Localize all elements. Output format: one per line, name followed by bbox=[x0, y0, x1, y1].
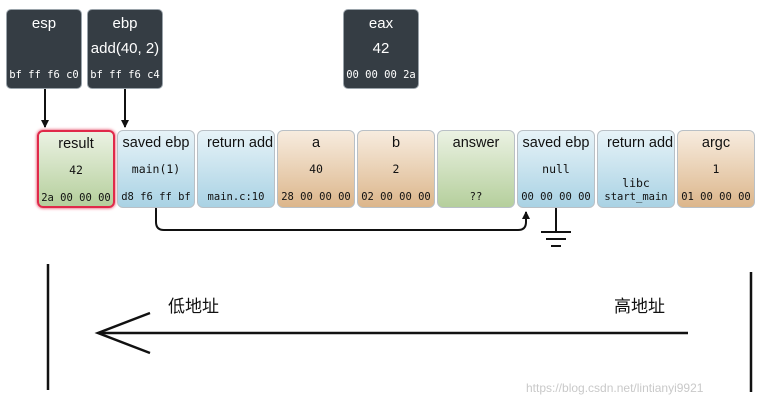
cell-value: main(1) bbox=[131, 162, 181, 176]
cell-value: libc bbox=[622, 176, 650, 190]
cell-bytes: 00 00 00 00 bbox=[521, 191, 591, 203]
cell-name: saved ebp bbox=[522, 135, 590, 151]
cell-bytes: ?? bbox=[469, 191, 483, 203]
cell-bytes: start_main bbox=[604, 191, 668, 203]
stack-cell-result[interactable]: result 42 2a 00 00 00 bbox=[37, 130, 115, 208]
cell-name: b bbox=[391, 135, 401, 151]
stack-cell-b[interactable]: b 2 02 00 00 00 bbox=[357, 130, 435, 208]
stack-cell-saved-ebp-main[interactable]: saved ebp null 00 00 00 00 bbox=[517, 130, 595, 208]
register-bytes: bf ff f6 c4 bbox=[90, 69, 160, 81]
cell-bytes: main.c:10 bbox=[207, 191, 265, 203]
cell-name: saved ebp bbox=[122, 135, 190, 151]
cell-value: null bbox=[542, 162, 570, 176]
cell-value: 1 bbox=[712, 162, 720, 176]
cell-name: argc bbox=[701, 135, 731, 151]
register-name: esp bbox=[31, 15, 57, 32]
cell-bytes: d8 f6 ff bf bbox=[121, 191, 191, 203]
saved-ebp-link-arrow bbox=[155, 208, 530, 231]
stack-cell-return-address-libc[interactable]: return address libc start_main bbox=[597, 130, 675, 208]
register-esp: esp bf ff f6 c0 bbox=[6, 9, 82, 89]
null-ground-symbol bbox=[541, 208, 571, 247]
register-eax: eax 42 00 00 00 2a bbox=[343, 9, 419, 89]
address-direction-arrow bbox=[94, 311, 688, 355]
register-name: eax bbox=[368, 15, 394, 32]
register-bytes: 00 00 00 2a bbox=[346, 69, 416, 81]
watermark-text: https://blog.csdn.net/lintianyi9921 bbox=[526, 381, 704, 395]
register-name: ebp bbox=[112, 15, 138, 32]
stack-cell-return-address[interactable]: return address main.c:10 bbox=[197, 130, 275, 208]
cell-name: a bbox=[311, 135, 321, 151]
cell-value: 40 bbox=[309, 162, 323, 176]
cell-bytes: 01 00 00 00 bbox=[681, 191, 751, 203]
high-address-label: 高地址 bbox=[614, 297, 665, 316]
stack-cell-argc[interactable]: argc 1 01 00 00 00 bbox=[677, 130, 755, 208]
stack-cell-a[interactable]: a 40 28 00 00 00 bbox=[277, 130, 355, 208]
stack-cell-saved-ebp[interactable]: saved ebp main(1) d8 f6 ff bf bbox=[117, 130, 195, 208]
register-bytes: bf ff f6 c0 bbox=[9, 69, 79, 81]
cell-value: 2 bbox=[392, 162, 400, 176]
cell-name: return address bbox=[207, 135, 274, 151]
cell-name: return address bbox=[607, 135, 674, 151]
cell-bytes: 2a 00 00 00 bbox=[41, 192, 111, 204]
cell-value: 42 bbox=[69, 163, 83, 177]
register-value: add(40, 2) bbox=[90, 40, 160, 57]
register-value: 42 bbox=[372, 40, 390, 57]
cell-bytes: 28 00 00 00 bbox=[281, 191, 351, 203]
cell-name: answer bbox=[452, 135, 500, 151]
register-ebp: ebp add(40, 2) bf ff f6 c4 bbox=[87, 9, 163, 89]
cell-bytes: 02 00 00 00 bbox=[361, 191, 431, 203]
low-address-label: 低地址 bbox=[168, 297, 219, 316]
stack-cell-answer[interactable]: answer ?? bbox=[437, 130, 515, 208]
cell-name: result bbox=[58, 136, 94, 152]
